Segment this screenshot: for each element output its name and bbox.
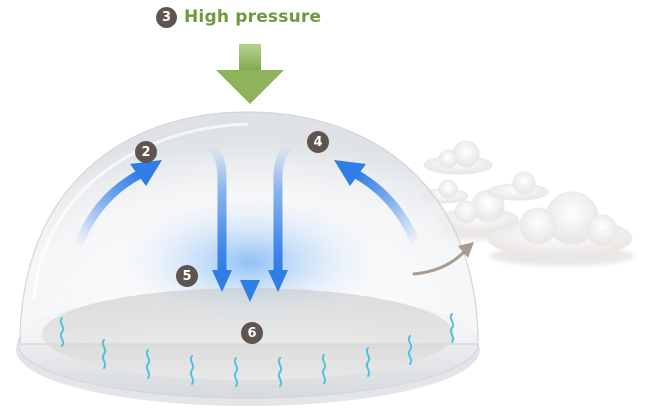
heat-wave-line — [321, 354, 327, 384]
diagram-title: 3 High pressure — [156, 5, 321, 29]
step-badge-6: 6 — [241, 322, 263, 344]
wavy-line-icon — [59, 313, 455, 387]
heat-wave-line — [59, 317, 65, 347]
sinking-air-arrows — [203, 141, 297, 302]
step-badge-3: 3 — [156, 6, 177, 28]
heat-wave-line — [277, 357, 283, 387]
step-badge-4: 4 — [307, 131, 329, 153]
heat-wave-line — [233, 357, 239, 387]
down-arrow-icon — [216, 44, 284, 104]
heat-wave-line — [101, 339, 107, 369]
heat-wave-line — [189, 355, 195, 385]
title-label: High pressure — [184, 7, 322, 27]
outflow-arrow — [412, 242, 474, 276]
cloud-icon — [419, 140, 634, 266]
heat-wave-line — [365, 347, 371, 377]
rising-air-arrow-right — [334, 160, 421, 249]
heat-wave-line — [145, 349, 151, 379]
heat-wave-line — [449, 313, 455, 343]
rising-air-arrow-left — [73, 160, 162, 251]
step-badge-2: 2 — [135, 141, 157, 163]
step-badge-5: 5 — [176, 265, 198, 287]
heat-wave-line — [407, 335, 413, 365]
